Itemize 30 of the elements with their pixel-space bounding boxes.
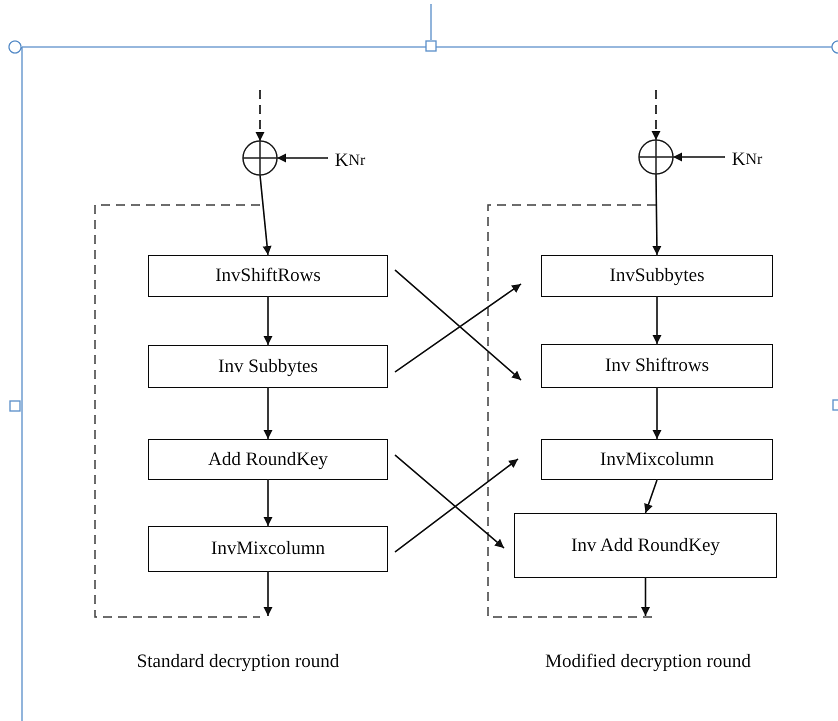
arrow [652,174,662,256]
arrow [259,174,272,256]
process-box: Inv Subbytes [148,345,388,388]
arrow [394,269,522,381]
arrow [394,458,518,553]
arrow [673,152,725,162]
arrow [652,388,662,439]
process-box: InvSubbytes [541,255,773,297]
xor-symbol [638,139,674,175]
caption: Standard decryption round [136,650,340,674]
process-box: InvMixcolumn [541,439,773,480]
arrow [264,572,272,616]
arrow [264,480,272,526]
caption: Modified decryption round [544,650,752,674]
arrow [644,480,658,514]
process-box: Inv Shiftrows [541,344,773,388]
xor-symbol [242,140,278,176]
arrow [652,90,660,140]
arrow [277,154,328,162]
arrow [652,297,662,344]
arrow [394,283,522,373]
arrow [264,388,272,439]
arrow [264,297,272,345]
process-box: Add RoundKey [148,439,388,480]
arrow [256,90,264,141]
process-box: Inv Add RoundKey [514,513,777,578]
process-box: InvMixcolumn [148,526,388,572]
arrow [394,454,505,549]
process-box: InvShiftRows [148,255,388,297]
arrow [641,578,650,616]
